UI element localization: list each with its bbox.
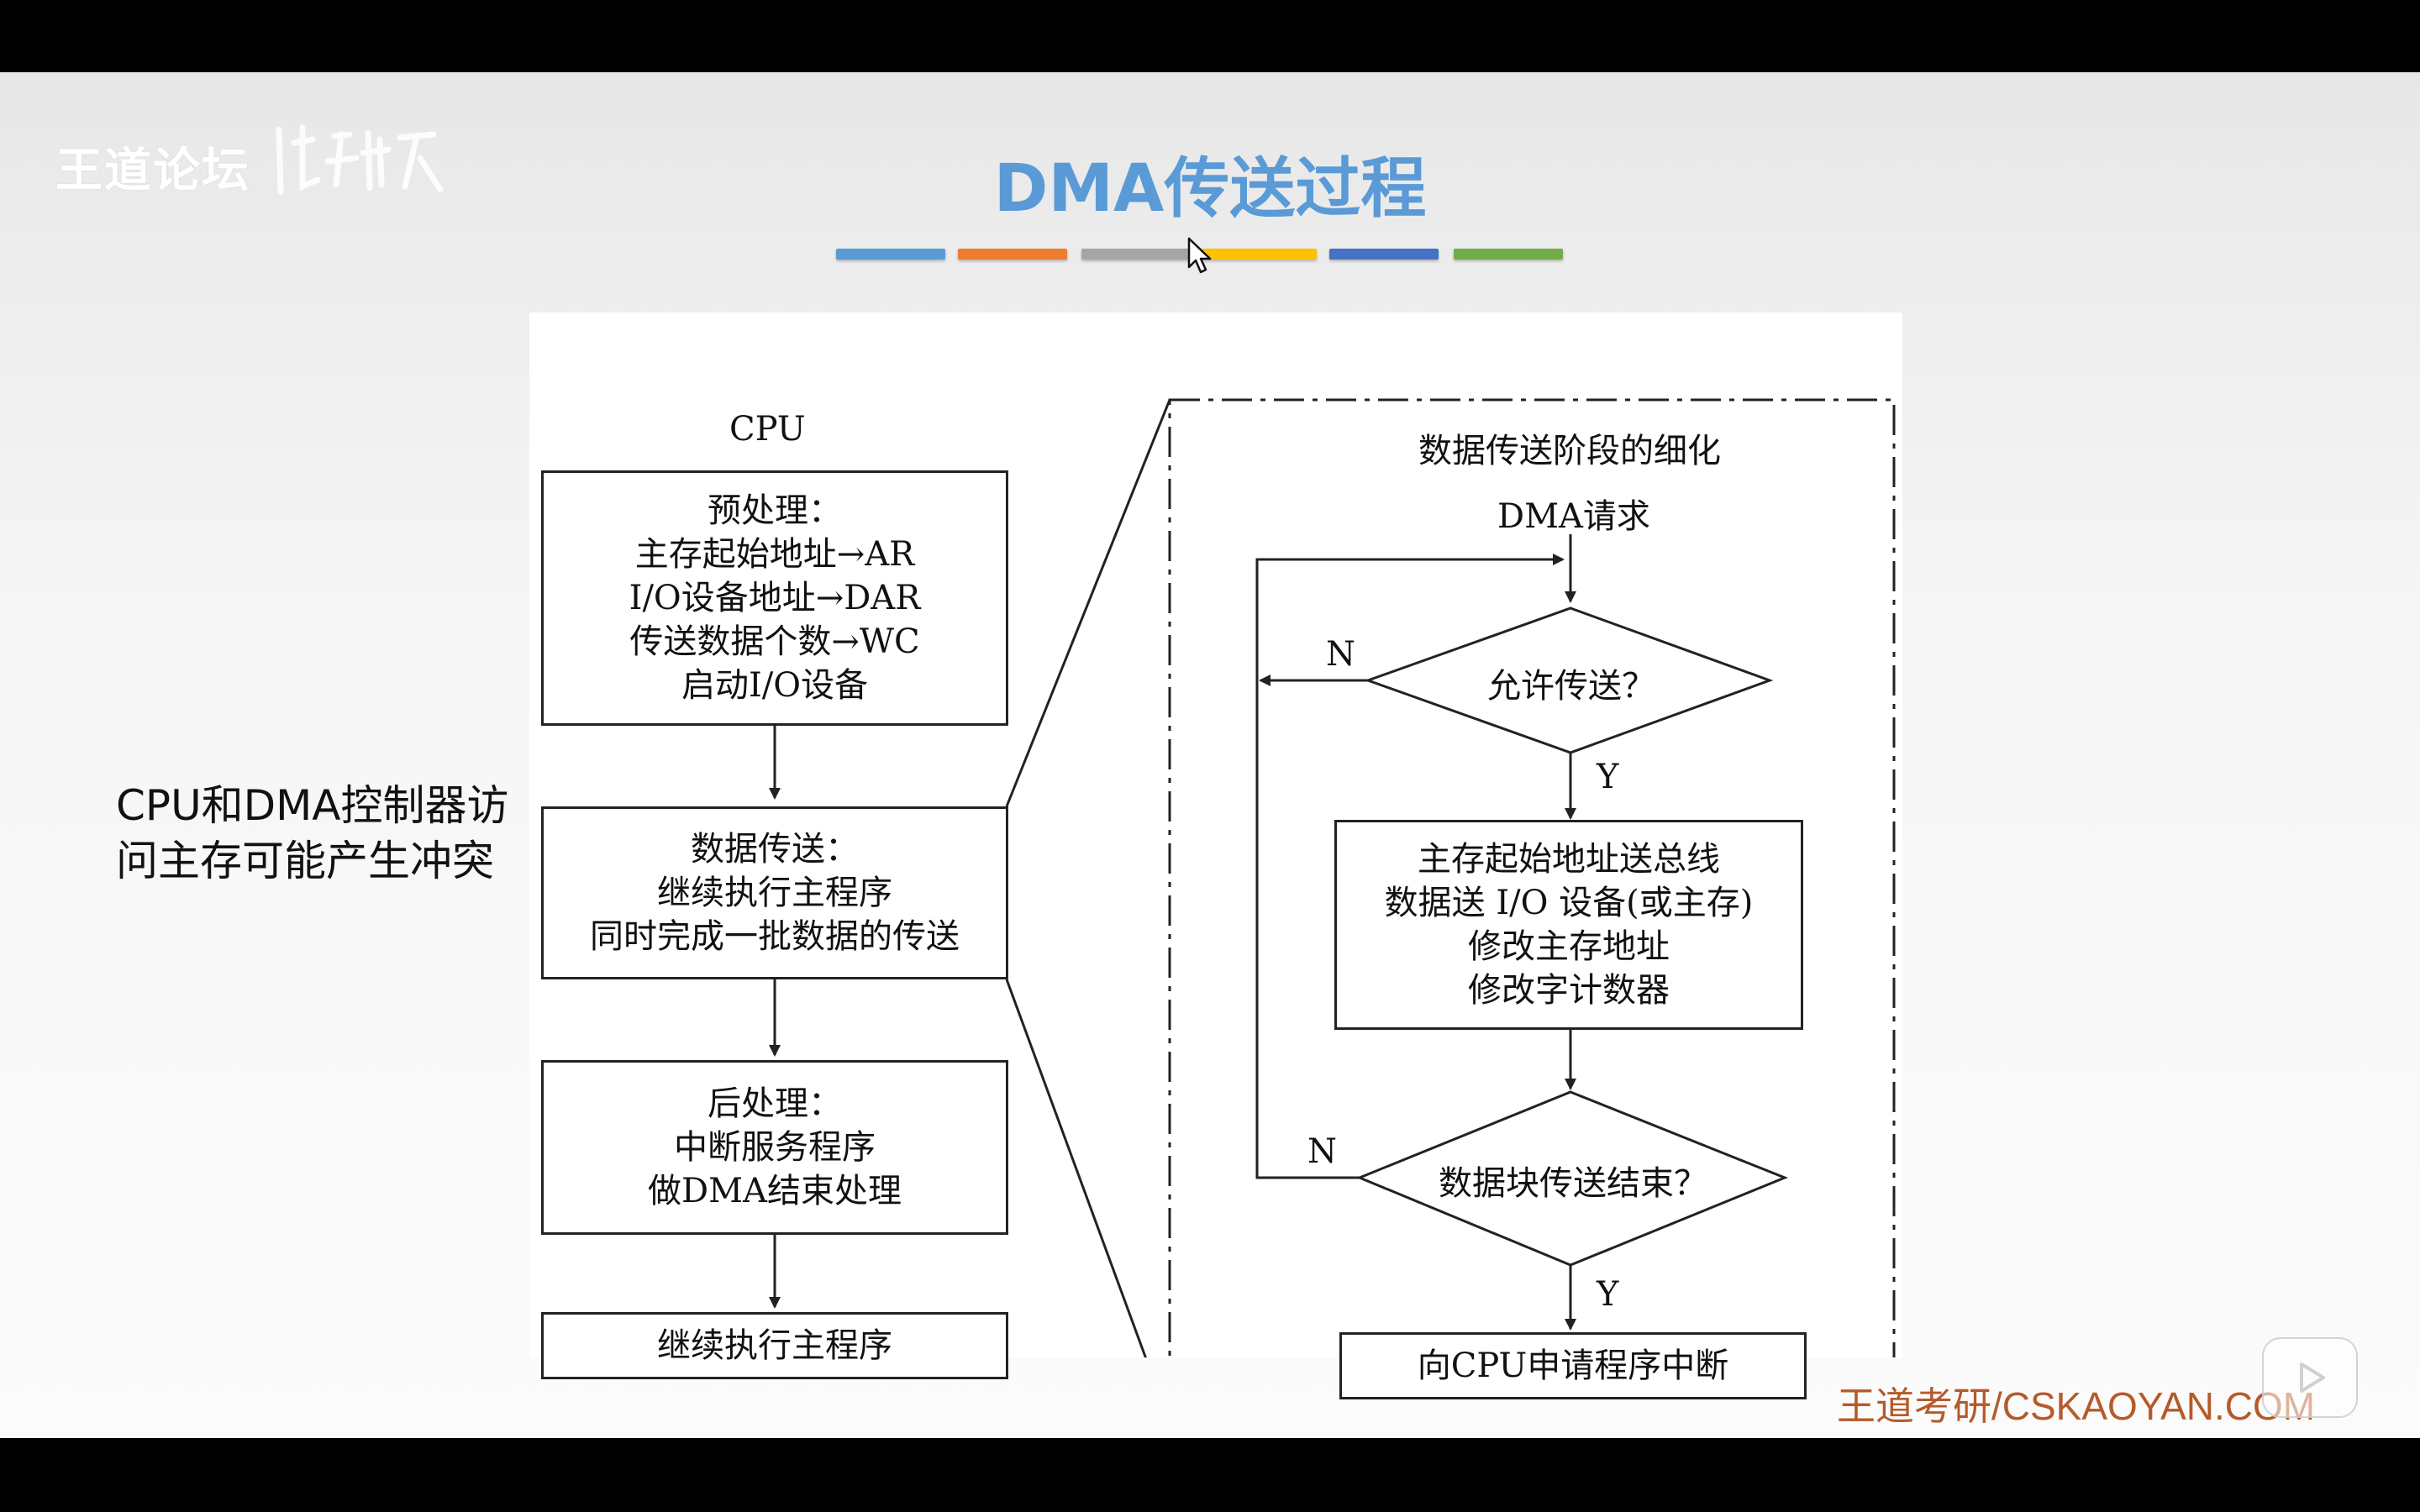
transfer-steps-box: 主存起始地址送总线 数据送 I/O 设备(或主存) 修改主存地址 修改字计数器	[1334, 820, 1803, 1030]
transfer-step-3: 修改主存地址	[1468, 927, 1670, 966]
video-letterbox-top	[0, 0, 2420, 72]
preprocess-line-5: 启动I/O设备	[681, 666, 869, 705]
color-strip-5	[1329, 249, 1439, 260]
transfer-step-4: 修改字计数器	[1468, 971, 1670, 1010]
interrupt-request-text: 向CPU申请程序中断	[1417, 1347, 1729, 1385]
expand-line-top	[1005, 399, 1171, 807]
end-decision-text: 数据块传送结束？	[1439, 1164, 1707, 1203]
label-n-end: N	[1307, 1132, 1337, 1171]
continue-main-box: 继续执行主程序	[541, 1312, 1008, 1379]
mouse-cursor-icon	[1187, 237, 1212, 274]
color-strip-3	[1081, 249, 1199, 260]
postprocess-box: 后处理： 中断服务程序 做DMA结束处理	[541, 1060, 1008, 1235]
handwritten-logo-icon	[276, 124, 444, 195]
label-y-allow: Y	[1597, 758, 1619, 796]
transfer-step-2: 数据送 I/O 设备(或主存)	[1384, 884, 1754, 922]
dma-flowchart: CPU 预处理： 主存起始地址→AR I/O设备地址→DAR 传送数据个数→WC…	[529, 312, 1902, 1399]
allow-decision-text: 允许传送？	[1487, 667, 1655, 706]
transfer-line-1: 数据传送：	[691, 830, 859, 869]
preprocess-line-3: I/O设备地址→DAR	[629, 579, 921, 617]
slide-title: DMA传送过程	[993, 151, 1427, 227]
video-play-button[interactable]	[2262, 1337, 2358, 1418]
video-letterbox-bottom	[0, 1438, 2420, 1512]
postprocess-line-1: 后处理：	[708, 1084, 842, 1123]
detail-title: 数据传送阶段的细化	[1418, 432, 1721, 470]
color-strips	[836, 249, 2404, 260]
postprocess-line-3: 做DMA结束处理	[648, 1172, 902, 1210]
transfer-line-2: 继续执行主程序	[657, 874, 892, 912]
postprocess-line-2: 中断服务程序	[674, 1128, 876, 1167]
cpu-label: CPU	[729, 410, 806, 449]
flowchart-lines	[769, 398, 1896, 1357]
conflict-note-line-1: CPU和DMA控制器访	[116, 781, 509, 830]
forum-logo-text: 王道论坛	[55, 144, 250, 198]
conflict-note-line-2: 问主存可能产生冲突	[116, 837, 494, 885]
site-watermark: 王道考研/CSKAOYAN.COM	[1837, 1384, 2316, 1428]
continue-main-text: 继续执行主程序	[657, 1326, 892, 1365]
loop-n-from-end	[1255, 554, 1565, 1179]
color-strip-1	[836, 249, 945, 260]
interrupt-request-box: 向CPU申请程序中断	[1339, 1332, 1807, 1399]
transfer-box: 数据传送： 继续执行主程序 同时完成一批数据的传送	[541, 806, 1008, 979]
transfer-line-3: 同时完成一批数据的传送	[590, 917, 960, 956]
transfer-step-1: 主存起始地址送总线	[1418, 840, 1720, 879]
preprocess-line-1: 预处理：	[708, 491, 842, 530]
color-strip-4	[1199, 249, 1317, 260]
preprocess-line-4: 传送数据个数→WC	[629, 622, 920, 661]
slide: 王道论坛 DMA传送过程 CPU和DMA控制器访 问主存可能产生冲突	[0, 72, 2420, 1438]
dma-request-label: DMA请求	[1497, 497, 1650, 536]
label-n-allow: N	[1326, 635, 1355, 674]
preprocess-box: 预处理： 主存起始地址→AR I/O设备地址→DAR 传送数据个数→WC 启动I…	[541, 470, 1008, 726]
color-strip-2	[958, 249, 1067, 260]
color-strip-6	[1454, 249, 1563, 260]
expand-line-bottom	[1005, 979, 1147, 1357]
conflict-note: CPU和DMA控制器访 问主存可能产生冲突	[116, 778, 509, 889]
play-icon	[2300, 1362, 2325, 1393]
detail-frame	[1168, 398, 1896, 1357]
label-y-end: Y	[1597, 1275, 1619, 1314]
preprocess-line-2: 主存起始地址→AR	[634, 535, 915, 574]
